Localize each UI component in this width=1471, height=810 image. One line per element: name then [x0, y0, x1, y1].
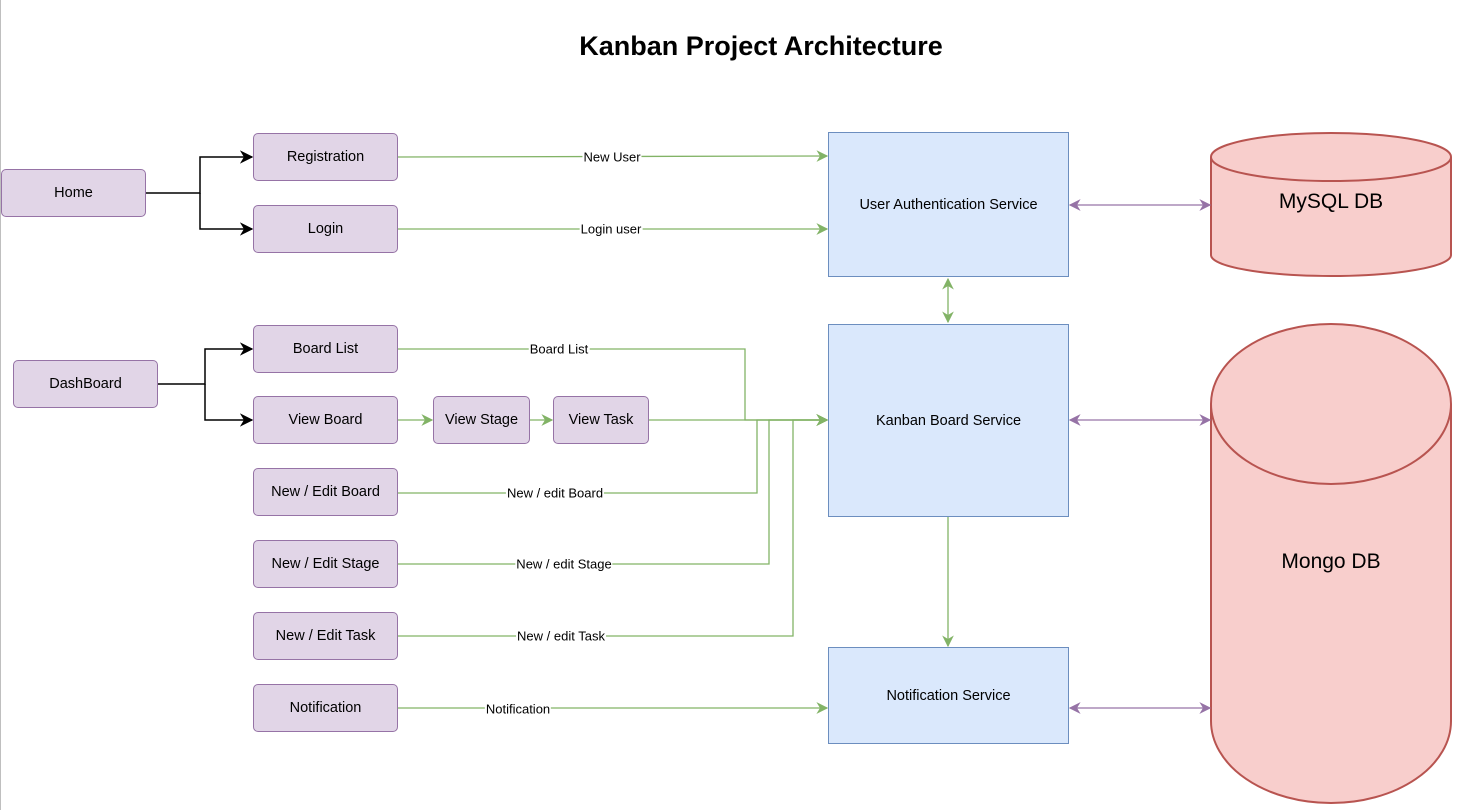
diagram-title: Kanban Project Architecture — [579, 31, 943, 61]
node-login[interactable]: Login — [253, 205, 398, 253]
edge-home-registration — [146, 150, 254, 194]
edge-dashboard-boardlist — [158, 342, 254, 385]
node-view-task[interactable]: View Task — [553, 396, 649, 444]
node-new-edit-task[interactable]: New / Edit Task — [253, 612, 398, 660]
edge-label-login-user: Login user — [579, 221, 643, 237]
edge-home-login — [199, 193, 254, 236]
mongo-cylinder — [1210, 323, 1452, 804]
edge-dashboard-viewboard — [204, 384, 254, 427]
node-new-edit-board[interactable]: New / Edit Board — [253, 468, 398, 516]
node-view-stage[interactable]: View Stage — [433, 396, 530, 444]
node-dashboard[interactable]: DashBoard — [13, 360, 158, 408]
service-notification[interactable]: Notification Service — [828, 647, 1069, 744]
service-kanban-board[interactable]: Kanban Board Service — [828, 324, 1069, 517]
node-new-edit-stage[interactable]: New / Edit Stage — [253, 540, 398, 588]
edge-label-new-edit-task: New / edit Task — [516, 628, 606, 644]
node-home[interactable]: Home — [1, 169, 146, 217]
page-left-border — [0, 0, 1, 810]
db-label-mongo: Mongo DB — [1281, 550, 1381, 573]
mysql-cylinder — [1210, 132, 1452, 277]
node-view-board[interactable]: View Board — [253, 396, 398, 444]
node-board-list[interactable]: Board List — [253, 325, 398, 373]
edge-label-board-list: Board List — [528, 341, 590, 357]
db-label-mysql: MySQL DB — [1278, 190, 1384, 213]
edge-label-new-edit-stage: New / edit Stage — [515, 556, 613, 572]
node-registration[interactable]: Registration — [253, 133, 398, 181]
service-user-authentication[interactable]: User Authentication Service — [828, 132, 1069, 277]
edge-label-new-edit-board: New / edit Board — [505, 485, 605, 501]
node-notification[interactable]: Notification — [253, 684, 398, 732]
edge-label-notification: Notification — [484, 701, 552, 717]
edge-newtask-kanban — [398, 414, 829, 637]
edge-label-new-user: New User — [582, 149, 642, 165]
